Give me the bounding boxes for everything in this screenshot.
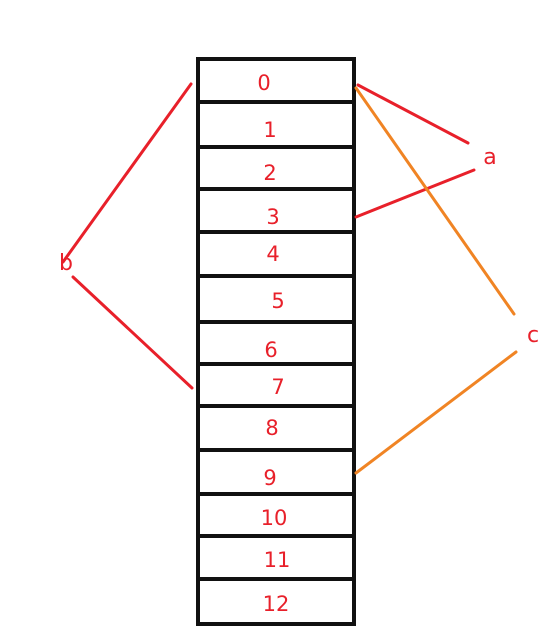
pointer-b-line-to-cell-0 bbox=[61, 82, 193, 264]
array-cell-0 bbox=[196, 57, 356, 104]
pointer-c-line-to-cell-9 bbox=[354, 350, 518, 475]
pointer-label-b: b bbox=[59, 251, 73, 276]
cell-label-3: 3 bbox=[266, 205, 279, 229]
array-column bbox=[196, 57, 356, 626]
cell-label-10: 10 bbox=[261, 506, 288, 530]
cell-label-4: 4 bbox=[266, 242, 279, 266]
pointer-c bbox=[354, 86, 518, 475]
array-cell-12 bbox=[196, 577, 356, 626]
cell-label-6: 6 bbox=[264, 338, 277, 362]
cell-label-0: 0 bbox=[257, 71, 270, 95]
pointer-b bbox=[61, 82, 194, 390]
cell-label-7: 7 bbox=[271, 375, 284, 399]
cell-label-11: 11 bbox=[264, 548, 291, 572]
pointer-label-a: a bbox=[483, 145, 496, 170]
cell-label-2: 2 bbox=[263, 161, 276, 185]
cell-label-12: 12 bbox=[263, 592, 290, 616]
pointer-b-line-to-cell-7 bbox=[71, 275, 194, 390]
cell-label-5: 5 bbox=[271, 289, 284, 313]
pointer-label-c: c bbox=[527, 323, 539, 348]
pointer-a bbox=[354, 83, 476, 219]
pointer-a-line-to-cell-3 bbox=[354, 168, 476, 219]
pointer-a-line-to-cell-0 bbox=[356, 83, 470, 145]
pointer-c-line-to-cell-0 bbox=[354, 86, 516, 316]
cell-label-8: 8 bbox=[265, 416, 278, 440]
cell-label-1: 1 bbox=[263, 118, 276, 142]
cell-label-9: 9 bbox=[263, 466, 276, 490]
